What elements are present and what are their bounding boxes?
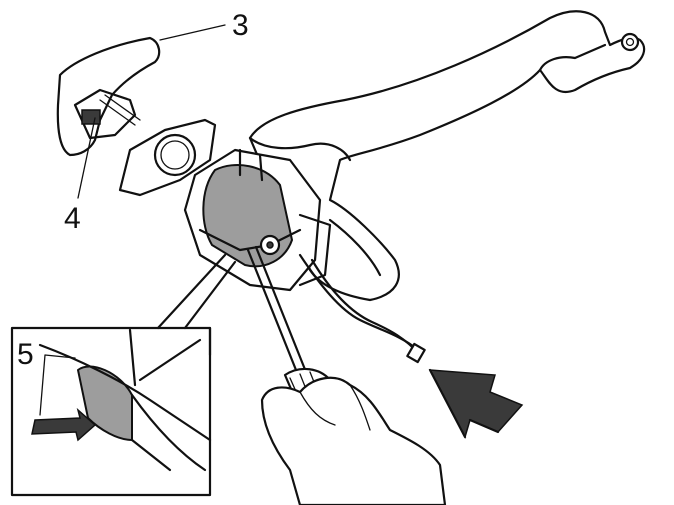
callout-4: 4	[64, 202, 81, 235]
callout-leaders	[77, 24, 226, 199]
gasket	[118, 118, 217, 197]
callout-5: 5	[17, 338, 34, 371]
arrow-left-icon	[31, 407, 97, 442]
cover-cap	[56, 36, 161, 157]
arrow-left-icon	[428, 368, 524, 439]
lock-cylinder	[183, 148, 426, 364]
door-handle	[248, 10, 646, 302]
callout-3: 3	[232, 9, 249, 42]
hand	[260, 376, 447, 505]
detail-inset	[10, 253, 237, 497]
